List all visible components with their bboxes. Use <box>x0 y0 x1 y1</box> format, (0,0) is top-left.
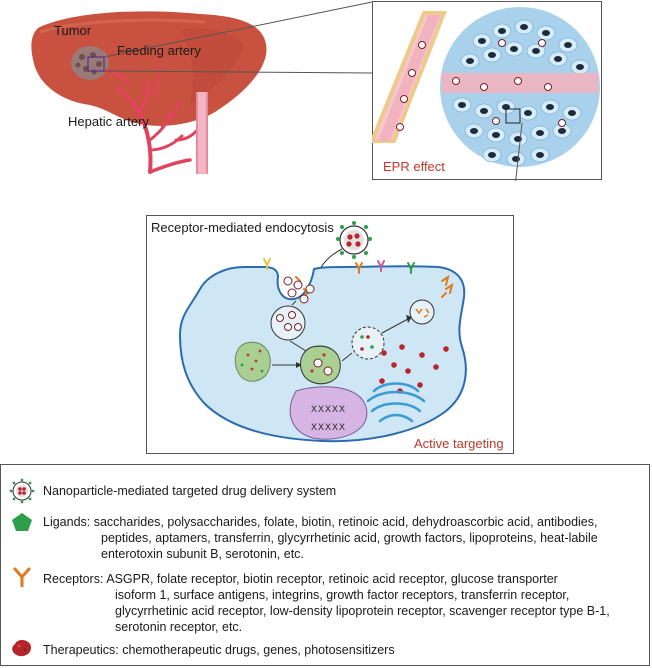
epr-panel <box>372 1 602 181</box>
legend-receptors-line-1: Receptors: ASGPR, folate receptor, bioti… <box>43 572 558 586</box>
active-targeting-label: Active targeting <box>414 436 504 451</box>
tumor-label: Tumor <box>54 23 92 38</box>
legend-ligands-line-2: peptides, aptamers, transferrin, glycyrr… <box>101 531 598 545</box>
chromosome-marks-1: XXXXX <box>311 404 347 414</box>
chromosome-marks-2: XXXXX <box>311 422 347 432</box>
legend-nanoparticle-text: Nanoparticle-mediated targeted drug deli… <box>43 484 337 498</box>
epr-effect-label: EPR effect <box>383 159 445 174</box>
tumor-tissue <box>440 7 600 167</box>
release-vesicle <box>351 326 385 360</box>
late-endosome <box>300 345 341 385</box>
early-endosome <box>270 305 306 341</box>
cell-panel-title: Receptor-mediated endocytosis <box>151 220 334 235</box>
tumor <box>71 46 109 80</box>
legend-therapeutics-text: Therapeutics: chemotherapeutic drugs, ge… <box>43 643 395 657</box>
golgi-apparatus <box>366 382 426 423</box>
liver-illustration <box>31 1 373 174</box>
recycling-vesicle <box>409 299 435 325</box>
hepatic-artery-label: Hepatic artery <box>68 114 149 129</box>
therapeutic-icon <box>12 639 31 657</box>
internalizing-particles <box>283 276 315 304</box>
ligand-icon <box>12 513 32 531</box>
lysosome <box>234 341 271 382</box>
feeding-artery-label: Feeding artery <box>117 43 201 58</box>
legend-box: Nanoparticle-mediated targeted drug deli… <box>0 464 650 666</box>
nanoparticle-approaching <box>336 221 372 259</box>
cell-panel <box>146 215 514 454</box>
legend-ligands-line-1: Ligands: saccharides, polysaccharides, f… <box>43 515 598 529</box>
legend-receptors-line-4: serotonin receptor, etc. <box>115 620 243 634</box>
legend-receptors-line-2: isoform 1, surface antigens, integrins, … <box>115 588 570 602</box>
nucleus <box>289 386 368 440</box>
nanoparticles <box>396 39 566 131</box>
released-drugs <box>379 344 449 394</box>
nanoparticle-icon <box>9 478 35 504</box>
legend-ligands-line-3: enterotoxin subunit B, serotonin, etc. <box>101 547 304 561</box>
receptor-icon <box>13 567 31 587</box>
legend-receptors-line-3: glycyrrhetinic acid receptor, low-densit… <box>115 604 610 618</box>
